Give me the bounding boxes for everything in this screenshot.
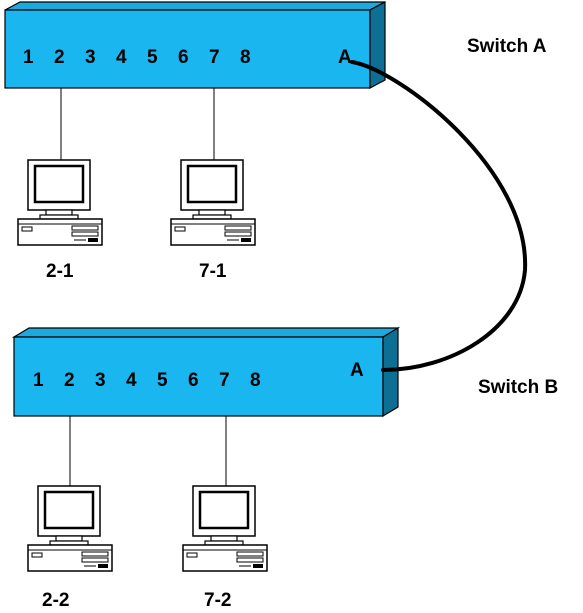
switch-a: 1 2 3 4 5 6 7 8 A [4, 1, 386, 89]
switch-a-top [4, 1, 386, 11]
computer-icon-7-2[interactable] [181, 484, 269, 573]
pc-label-7-1: 7-1 [199, 261, 227, 282]
pc-label-2-2: 2-2 [42, 590, 69, 611]
switch-b-ports: 1 2 3 4 5 6 7 8 A [33, 360, 364, 391]
switch-b-port-7[interactable]: 7 [219, 370, 230, 391]
switch-b-port-8[interactable]: 8 [250, 370, 261, 391]
switch-b-side [382, 326, 399, 418]
switch-a-port-5[interactable]: 5 [147, 47, 158, 68]
switch-b-port-6[interactable]: 6 [188, 370, 199, 391]
switch-b-port-1[interactable]: 1 [33, 370, 44, 391]
switch-a-side [369, 1, 386, 89]
switch-a-uplink-port[interactable]: A [338, 47, 352, 68]
switch-a-ports: 1 2 3 4 5 6 7 8 A [23, 47, 352, 68]
pc-label-2-1: 2-1 [46, 261, 74, 282]
switch-a-port-6[interactable]: 6 [178, 47, 189, 68]
pc-label-7-2: 7-2 [204, 590, 231, 611]
computer-icon-7-1[interactable] [169, 158, 257, 247]
switch-b-top [11, 327, 401, 338]
switch-b-port-2[interactable]: 2 [64, 370, 75, 391]
switch-a-port-4[interactable]: 4 [116, 47, 127, 68]
uplink-cable[interactable] [350, 60, 528, 372]
computer-icon-2-1[interactable] [16, 158, 104, 247]
switch-a-port-3[interactable]: 3 [85, 47, 96, 68]
switch-b-face [13, 336, 384, 417]
switch-a-port-8[interactable]: 8 [240, 47, 251, 68]
switch-a-port-1[interactable]: 1 [23, 47, 34, 68]
switch-b-port-5[interactable]: 5 [157, 370, 168, 391]
switch-b-port-4[interactable]: 4 [126, 370, 137, 391]
switch-b-uplink-port[interactable]: A [350, 360, 364, 381]
switch-a-port-7[interactable]: 7 [209, 47, 220, 68]
switch-b-title: Switch B [478, 377, 558, 398]
switch-b: 1 2 3 4 5 6 7 8 A [11, 326, 401, 418]
switch-a-title: Switch A [467, 36, 547, 57]
switch-b-port-3[interactable]: 3 [95, 370, 106, 391]
switch-a-face [4, 9, 371, 89]
switch-a-port-2[interactable]: 2 [54, 47, 65, 68]
computer-icon-2-2[interactable] [26, 484, 114, 573]
